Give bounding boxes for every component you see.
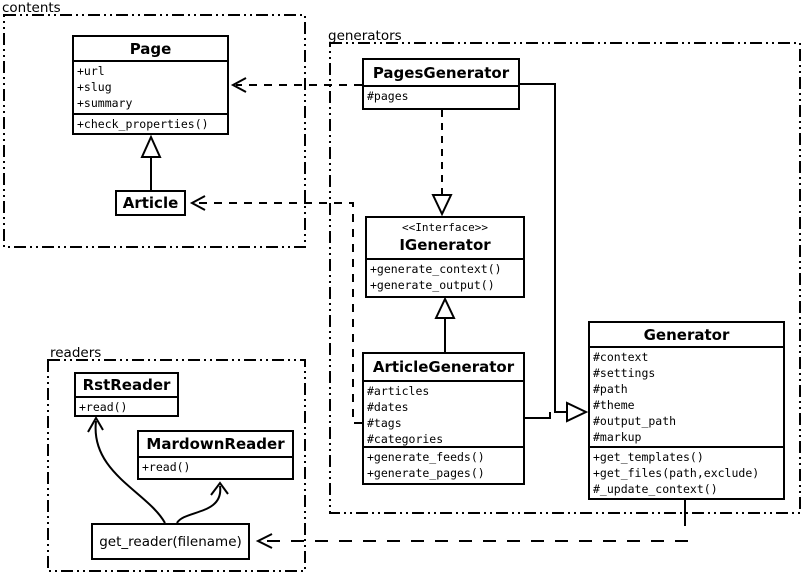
attribute-row: #categories [367, 432, 444, 446]
method-row: +generate_output() [370, 278, 495, 292]
attribute-row: #dates [367, 400, 409, 414]
class-pagesgenerator-attributes: #pages [364, 87, 518, 108]
class-page: Page +url +slug +summary +check_properti… [72, 35, 229, 135]
package-border-readers [47, 359, 306, 572]
attribute-row: +summary [77, 96, 133, 110]
class-igenerator-stereotype: <<Interface>> [401, 221, 489, 234]
attribute-row: #tags [367, 416, 402, 430]
realization-triangle-pagesgenerator-to-igenerator [431, 194, 453, 217]
class-articlegenerator-methods: +generate_feeds() +generate_pages() [364, 448, 523, 483]
attribute-row: #articles [367, 384, 430, 398]
method-row: +generate_pages() [367, 466, 485, 480]
method-row: +check_properties() [77, 117, 209, 131]
attribute-row: #theme [593, 398, 635, 412]
method-row: +generate_context() [370, 262, 502, 276]
dependency-arrowhead-getreader [255, 533, 273, 549]
dependency-arrowhead-page [230, 77, 247, 93]
package-label-readers: readers [50, 345, 102, 361]
class-generator-name: Generator [590, 323, 783, 348]
curved-arrow-getreader-to-rstreader [94, 420, 166, 524]
attribute-row: #output_path [593, 414, 677, 428]
class-mardownreader-name: MardownReader [139, 432, 292, 458]
class-articlegenerator-name: ArticleGenerator [364, 354, 523, 382]
class-generator-methods: +get_templates() +get_files(path,exclude… [590, 448, 783, 498]
class-articlegenerator-attributes: #articles #dates #tags #categories [364, 382, 523, 448]
method-row: +get_files(path,exclude) [593, 466, 760, 480]
attribute-row: +url [77, 64, 105, 78]
attribute-row: #pages [367, 89, 409, 103]
inheritance-line-generators-to-generator [520, 83, 567, 419]
method-row: +read() [79, 400, 128, 414]
function-box-get-reader: get_reader(filename) [91, 523, 250, 560]
class-pagesgenerator-name: PagesGenerator [364, 60, 518, 87]
inheritance-triangle-article-to-page [140, 134, 162, 158]
class-igenerator: <<Interface>> IGenerator +generate_conte… [365, 216, 525, 298]
method-row: +generate_feeds() [367, 450, 485, 464]
inheritance-triangle-to-generator [566, 401, 589, 423]
class-articlegenerator: ArticleGenerator #articles #dates #tags … [362, 352, 525, 485]
class-mardownreader-methods: +read() [139, 458, 292, 478]
class-generator: Generator #context #settings #path #them… [588, 321, 785, 500]
attribute-row: #settings [593, 366, 656, 380]
package-label-generators: generators [328, 28, 402, 44]
attribute-row: #context [593, 350, 649, 364]
attribute-row: #markup [593, 430, 642, 444]
class-article: Article [115, 190, 186, 216]
package-border-contents [3, 14, 306, 248]
class-page-methods: +check_properties() [74, 115, 227, 135]
class-rstreader: RstReader +read() [74, 372, 179, 417]
dependency-arrowhead-article [189, 195, 206, 211]
class-page-attributes: +url +slug +summary [74, 62, 227, 115]
method-row: #_update_context() [593, 482, 718, 496]
package-label-contents: contents [2, 0, 61, 16]
class-igenerator-methods: +generate_context() +generate_output() [367, 260, 523, 296]
method-row: +get_templates() [593, 450, 704, 464]
method-row: +read() [142, 460, 191, 474]
class-igenerator-header: <<Interface>> IGenerator [367, 218, 523, 260]
class-article-name: Article [122, 194, 179, 212]
class-pagesgenerator: PagesGenerator #pages [362, 58, 520, 110]
class-page-name: Page [74, 37, 227, 62]
class-generator-attributes: #context #settings #path #theme #output_… [590, 348, 783, 448]
class-igenerator-name: IGenerator [399, 236, 491, 254]
class-mardownreader: MardownReader +read() [137, 430, 294, 480]
attribute-row: +slug [77, 80, 112, 94]
curved-arrow-getreader-to-mardownreader [176, 485, 222, 524]
class-rstreader-name: RstReader [76, 374, 177, 398]
class-rstreader-methods: +read() [76, 398, 177, 415]
curved-arrowhead-mardownreader [210, 481, 229, 496]
inheritance-triangle-articlegenerator-to-igenerator [434, 296, 456, 319]
package-border-generators [329, 42, 801, 514]
curved-arrowhead-rstreader [87, 416, 104, 433]
function-box-label: get_reader(filename) [99, 533, 242, 550]
dependency-line-articlegenerator-to-article [196, 202, 362, 424]
attribute-row: #path [593, 382, 628, 396]
